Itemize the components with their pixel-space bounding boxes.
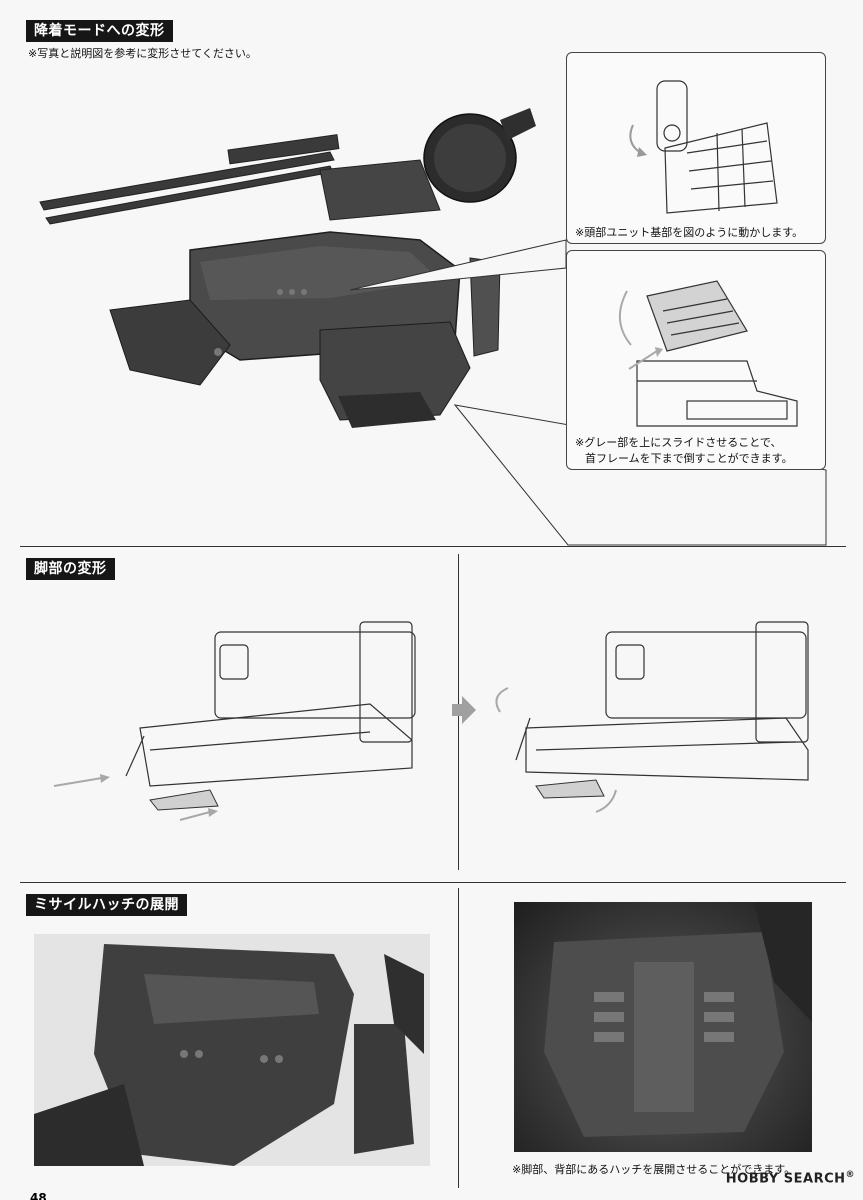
instruction-text: ※写真と説明図を参考に変形させてください。 [28, 47, 257, 60]
callout-note-gray-slide-2: 首フレームを下まで倒すことができます。 [585, 452, 793, 465]
leg-transform-before-diagram [53, 621, 416, 821]
section-title-leg-transform: 脚部の変形 [26, 558, 115, 580]
head-unit-diagram [629, 80, 778, 214]
callout-box-gray-slide: ※グレー部を上にスライドさせることで、 首フレームを下まで倒すことができます。 [566, 250, 826, 470]
section-title-landing-mode: 降着モードへの変形 [26, 20, 173, 42]
page-number: 48 [30, 1191, 47, 1200]
arrow-next-icon [452, 696, 476, 724]
hobby-search-watermark: HOBBY SEARCH® [726, 1170, 855, 1186]
section-title-missile-hatch: ミサイルハッチの展開 [26, 894, 187, 916]
callout-note-gray-slide-1: ※グレー部を上にスライドさせることで、 [575, 436, 782, 449]
missile-hatch-photo-right [514, 902, 812, 1152]
watermark-text: HOBBY SEARCH [725, 1171, 846, 1186]
callout-note-head-unit: ※頭部ユニット基部を図のように動かします。 [575, 226, 804, 239]
watermark-reg-mark: ® [845, 1169, 855, 1180]
callout-box-head-unit: ※頭部ユニット基部を図のように動かします。 [566, 52, 826, 244]
missile-hatch-photo-left [34, 934, 430, 1166]
divider-section1 [20, 546, 846, 547]
missile-hatch-note: ※脚部、背部にあるハッチを展開させることができます。 [512, 1163, 796, 1176]
leg-transform-after-diagram [495, 621, 809, 813]
divider-vertical-section3 [458, 888, 459, 1188]
neck-frame-diagram [619, 280, 798, 427]
divider-section2 [20, 882, 846, 883]
